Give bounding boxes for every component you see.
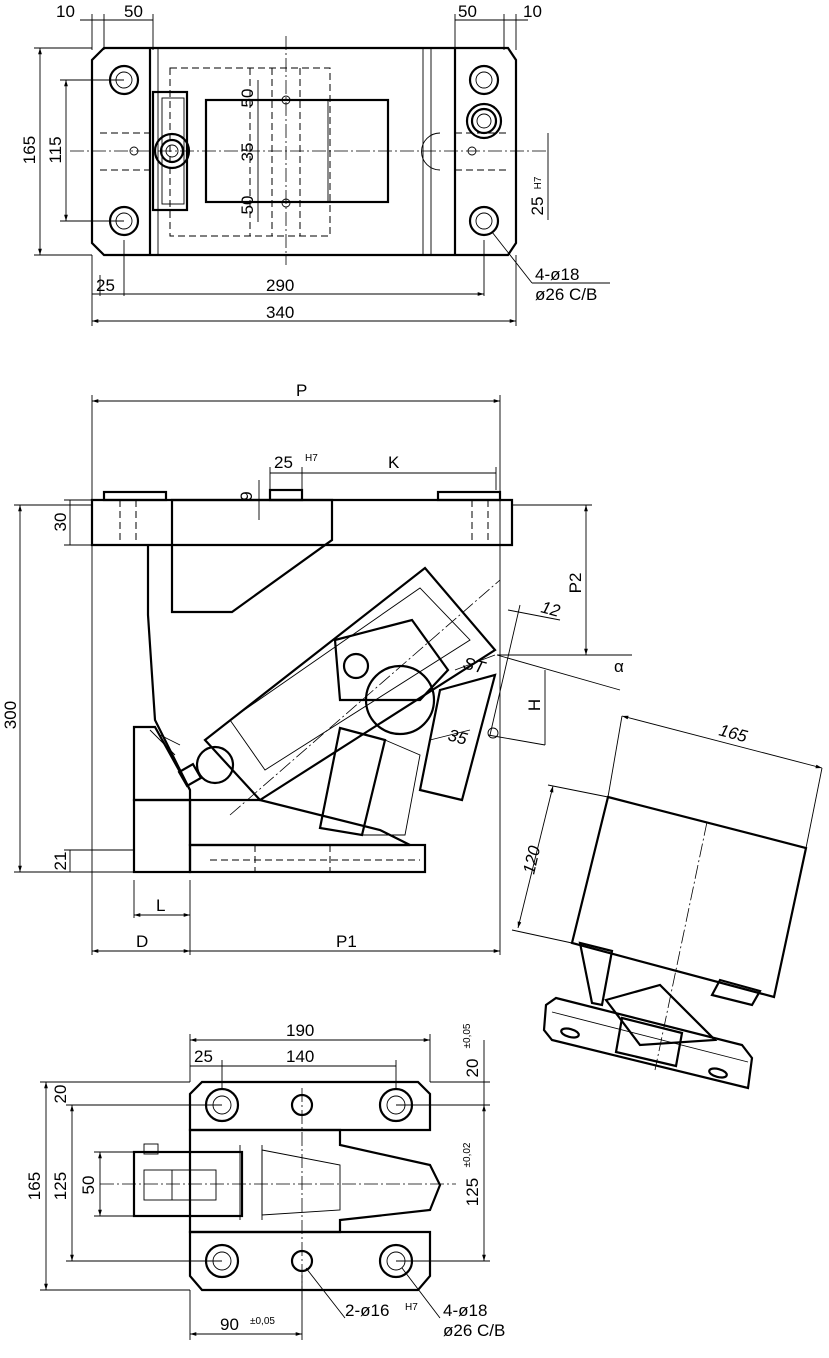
locating-key: [268, 488, 304, 502]
top-view: 10 50 50 10 165 115 50 35 50 25 H7 25 29…: [20, 2, 610, 326]
clamp-head: [333, 618, 450, 702]
dim-top-25: 25: [96, 276, 115, 295]
mount-hole: [465, 102, 503, 140]
dim-top-height-115: 115: [46, 136, 65, 163]
dim-side-30: 30: [51, 513, 70, 532]
dim-top-50-upper: 50: [238, 89, 257, 108]
dim-bottom-140: 140: [286, 1047, 314, 1066]
dim-side-K: K: [388, 453, 400, 472]
dim-side-300: 300: [1, 701, 20, 729]
dim-top-35: 35: [238, 143, 257, 162]
note-bottom-pins: 2-ø16: [345, 1301, 389, 1320]
dim-bottom-125-tol: ±0,02: [462, 1142, 473, 1167]
dim-iso-120: 120: [519, 843, 544, 875]
mount-hole: [468, 205, 500, 237]
dim-bottom-20-left: 20: [51, 1085, 70, 1104]
note-top-holes-line2: ø26 C/B: [535, 285, 597, 304]
dim-bottom-165: 165: [25, 1172, 44, 1200]
dim-side-9: 9: [237, 491, 256, 500]
dim-bottom-20-tol: ±0,05: [462, 1023, 473, 1048]
mount-hole: [468, 64, 500, 96]
clamp-roller: [364, 664, 436, 736]
dim-bottom-125: 125: [51, 1172, 70, 1200]
bottom-body: [188, 1128, 442, 1234]
dim-side-D: D: [136, 932, 148, 951]
iso-cylinder-block: [570, 795, 808, 999]
dim-bottom-190: 190: [286, 1021, 314, 1040]
dim-bottom-125-right: 125: [463, 1178, 482, 1206]
dim-side-alpha: α: [614, 657, 624, 676]
dim-side-H: H: [525, 699, 544, 711]
dim-top-left-50: 50: [124, 2, 143, 21]
dim-side-P: P: [296, 381, 307, 400]
upper-body: [170, 498, 334, 614]
dim-top-290: 290: [266, 276, 294, 295]
iso-view: 165 120: [511, 715, 823, 1090]
dim-top-height-165: 165: [20, 136, 39, 164]
note-bottom-pins-tol: H7: [405, 1302, 418, 1313]
bottom-view: 190 25 140 20 20 ±0,05 165 125 50 125 ±0…: [25, 1021, 505, 1340]
dim-top-right-50: 50: [458, 2, 477, 21]
dim-bottom-90: 90: [220, 1315, 239, 1334]
top-plate: [90, 498, 514, 547]
note-bottom-holes-line1: 4-ø18: [443, 1301, 487, 1320]
dim-bottom-90-tol: ±0,05: [250, 1316, 275, 1327]
base-block: [132, 798, 192, 874]
dim-top-slot-25-tol: H7: [533, 176, 544, 189]
dim-top-50-lower: 50: [238, 196, 257, 215]
dim-side-P1: P1: [336, 932, 357, 951]
top-view-outline: [90, 46, 518, 257]
dim-side-35: 35: [446, 726, 470, 749]
note-top-holes-line1: 4-ø18: [535, 265, 579, 284]
dim-side-key-25-tol: H7: [305, 453, 318, 464]
dim-top-slot-25: 25: [528, 197, 547, 216]
dim-iso-165: 165: [717, 721, 750, 747]
dim-side-12: 12: [539, 598, 563, 621]
base-plate: [188, 843, 427, 874]
dim-bottom-50: 50: [79, 1176, 98, 1195]
iso-base-plate: [542, 996, 754, 1090]
dim-bottom-25: 25: [194, 1047, 213, 1066]
bottom-upper-bracket: [188, 1080, 432, 1132]
bottom-lower-bracket: [188, 1230, 432, 1292]
dim-side-L: L: [156, 896, 165, 915]
dim-side-P2: P2: [566, 573, 585, 594]
clamp-arm-side: [203, 566, 497, 802]
dim-side-21: 21: [51, 852, 70, 871]
cylinder-rod: [418, 673, 497, 802]
dim-side-key-25: 25: [274, 453, 293, 472]
dim-top-right-10: 10: [523, 2, 542, 21]
note-bottom-holes-line2: ø26 C/B: [443, 1321, 505, 1340]
dim-top-340: 340: [266, 303, 294, 322]
dim-top-left-10: 10: [56, 2, 75, 21]
iso-clamp-arm: [604, 983, 718, 1047]
dim-bottom-20-right: 20: [463, 1059, 482, 1078]
side-view: P 25 H7 K 9 30 300 21 P2 12 ST α H 35 L …: [1, 381, 632, 955]
